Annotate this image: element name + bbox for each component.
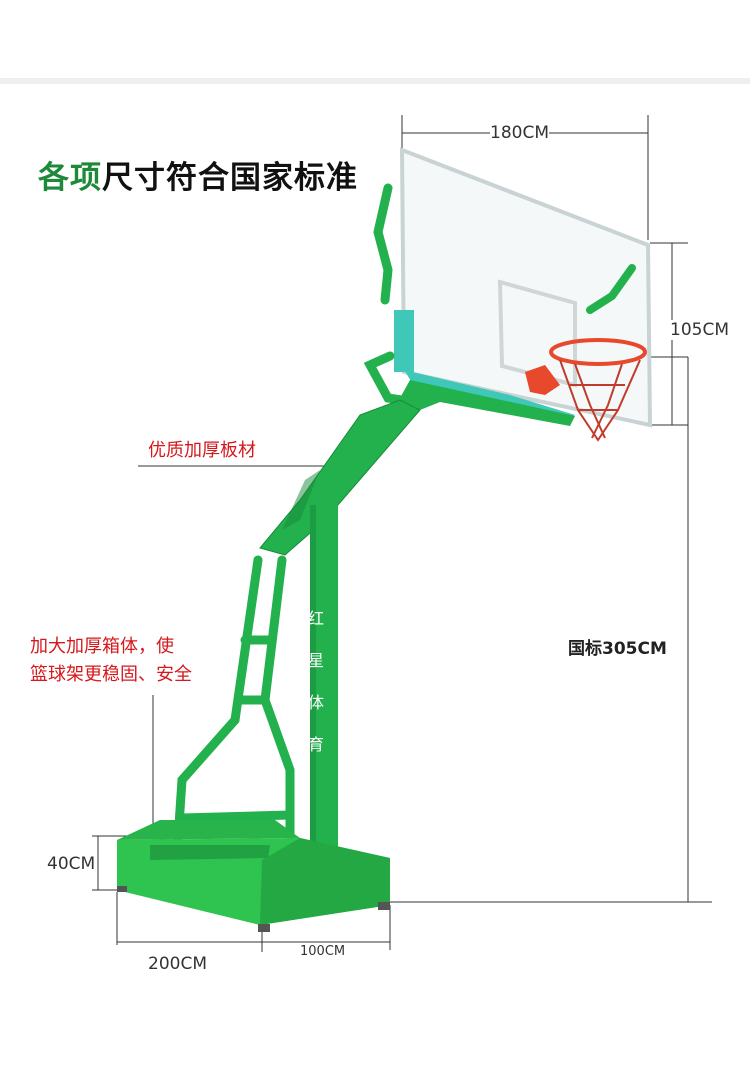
overhang-label: 100CM bbox=[300, 944, 346, 959]
basketball-rim bbox=[525, 338, 647, 442]
weighted-base bbox=[117, 820, 390, 932]
backboard-width-label: 180CM bbox=[490, 123, 549, 143]
net bbox=[559, 359, 641, 442]
backboard bbox=[394, 147, 653, 428]
headline-lead: 各项 bbox=[38, 160, 102, 196]
backboard-height-label: 105CM bbox=[670, 320, 729, 340]
base-length-label: 200CM bbox=[148, 954, 207, 974]
rear-struts bbox=[171, 555, 295, 875]
top-divider bbox=[0, 78, 750, 84]
board-material-callout: 优质加厚板材 bbox=[148, 440, 256, 461]
base-height-label: 40CM bbox=[47, 854, 96, 874]
rim-height-label: 国标305CM bbox=[568, 639, 667, 659]
support-arms bbox=[363, 183, 636, 407]
base-callout-line2: 篮球架更稳固、安全 bbox=[30, 664, 192, 685]
boom-arm bbox=[259, 370, 575, 556]
main-pole bbox=[310, 505, 338, 850]
headline-rest: 尺寸符合国家标准 bbox=[102, 160, 358, 196]
page-headline: 各项尺寸符合国家标准 bbox=[38, 152, 358, 197]
pole-brand-text: 红星体育 bbox=[305, 610, 324, 778]
base-callout-line1: 加大加厚箱体，使 bbox=[30, 636, 174, 657]
